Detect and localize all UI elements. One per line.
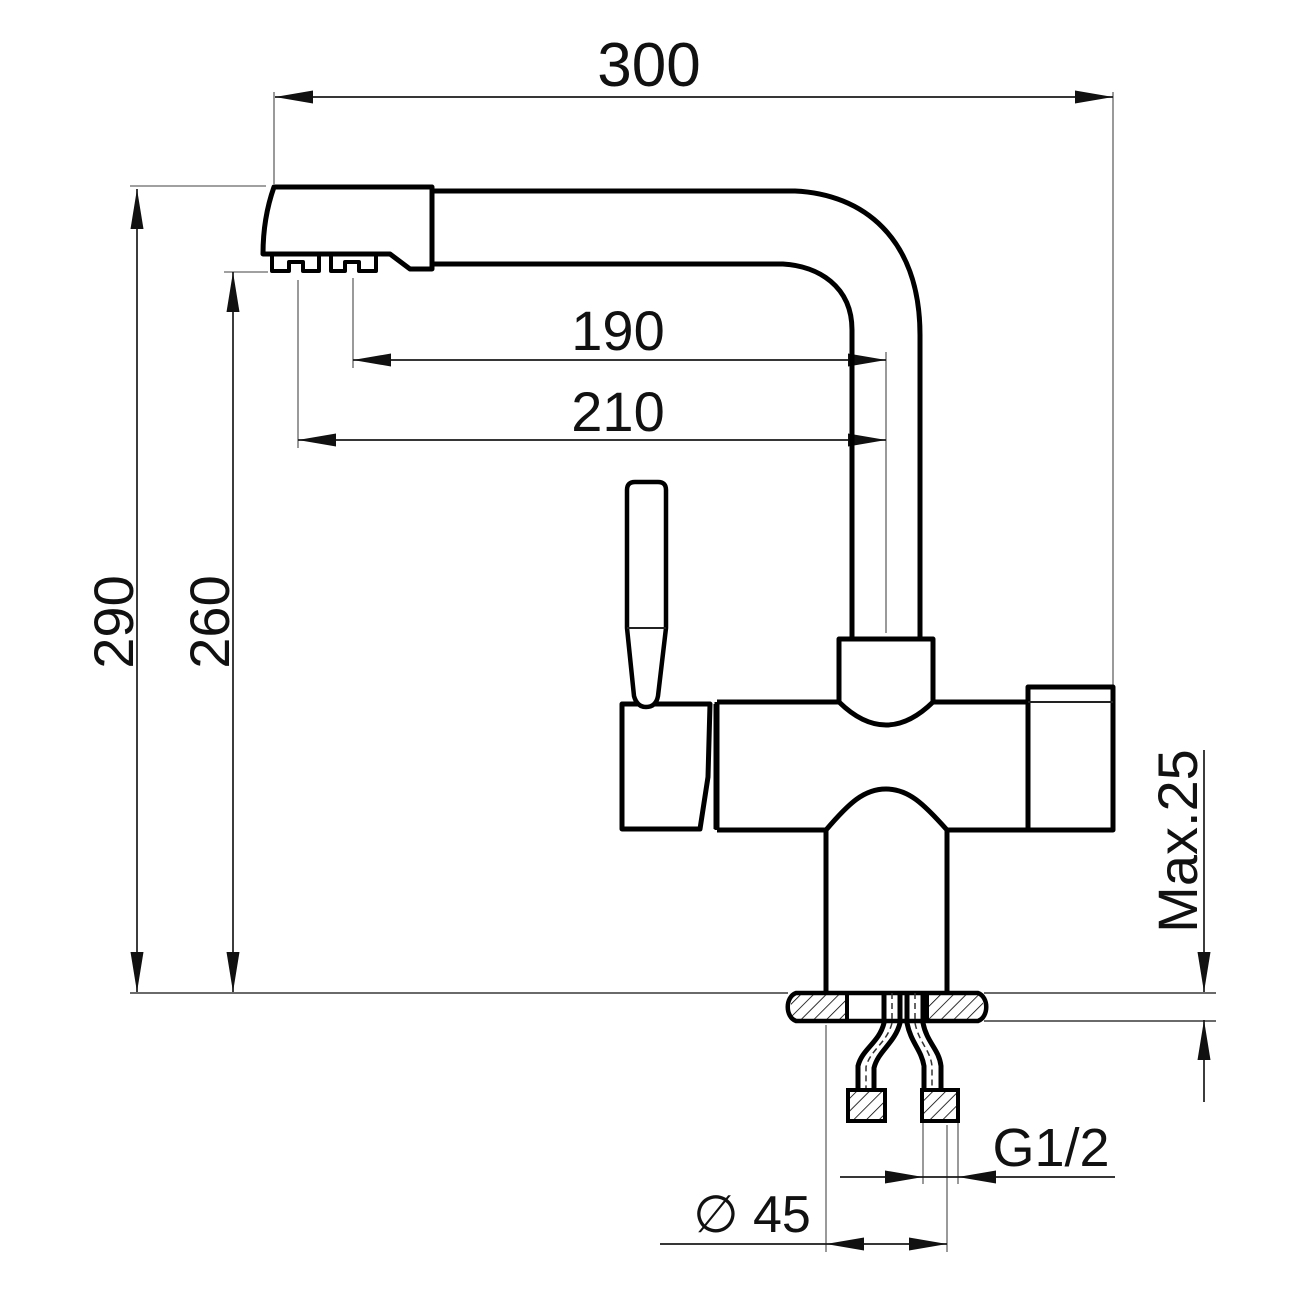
hose-left-outer-wall [855, 993, 887, 1091]
handle-base [619, 701, 713, 832]
arrowhead [1197, 1020, 1211, 1060]
arrowhead [909, 1237, 947, 1251]
arrowhead [298, 433, 336, 447]
arrowhead [826, 1237, 864, 1251]
pipe-collar [836, 636, 936, 728]
arrowhead [848, 353, 886, 367]
arrowhead [1075, 90, 1113, 104]
spout-tube-outer [432, 188, 923, 639]
supply-hoses [846, 993, 960, 1123]
arrowhead [958, 1170, 996, 1184]
arrowhead [226, 952, 240, 992]
arrowhead [226, 272, 240, 312]
dimension-labels: 300 190 210 290 260 Max.25 G1/2 ∅ 45 [82, 31, 1209, 1244]
aerator-right [329, 254, 378, 273]
dim-label-thread: G1/2 [992, 1118, 1109, 1178]
dim-label-290: 290 [82, 575, 145, 668]
dimension-lines [130, 90, 1211, 1251]
handle-lever [624, 479, 669, 710]
hose-left-inner-wall [871, 993, 903, 1091]
arrowhead [275, 90, 313, 104]
hose-connector-right [920, 1088, 960, 1123]
extension-lines [130, 92, 1216, 1252]
dim-label-300: 300 [597, 31, 700, 100]
deck-hole-edges [845, 993, 929, 1021]
dim-label-260: 260 [178, 575, 241, 668]
arrowhead [1197, 952, 1211, 992]
arrowhead [848, 433, 886, 447]
hose-right-centerline [914, 993, 933, 1091]
dim-label-max25: Max.25 [1146, 749, 1209, 933]
mounting-deck [785, 990, 989, 1024]
spout-head [260, 184, 435, 272]
base-column [823, 830, 950, 993]
side-outlet [1025, 684, 1116, 833]
arrowhead [353, 353, 391, 367]
deck-hatch-right [927, 995, 983, 1019]
hose-right-inner-wall [904, 993, 927, 1091]
hose-connector-left [846, 1088, 887, 1123]
deck-hatch-left [791, 995, 846, 1019]
arrowhead [885, 1170, 923, 1184]
hose-right-outer-wall [920, 993, 944, 1091]
dim-label-diameter: ∅ 45 [693, 1186, 811, 1244]
arrowhead [130, 952, 144, 992]
spout-tube-inner [432, 261, 855, 639]
dim-label-210: 210 [571, 380, 664, 443]
bell-transition [824, 786, 949, 832]
arrowhead [130, 189, 144, 229]
dim-label-190: 190 [571, 299, 664, 362]
hose-left-centerline [865, 993, 893, 1091]
faucet-outline [260, 184, 1116, 993]
aerator-left [270, 254, 321, 273]
